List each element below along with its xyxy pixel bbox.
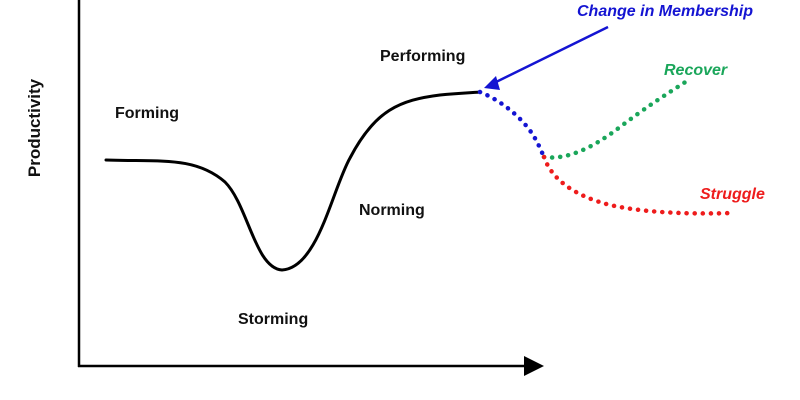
change-arrowhead — [484, 76, 500, 90]
recover-label: Recover — [664, 62, 728, 79]
change-in-membership-label: Change in Membership — [577, 3, 753, 20]
stage-label-norming: Norming — [359, 202, 425, 219]
x-axis-arrowhead — [524, 356, 544, 376]
change-in-membership-arrow — [491, 25, 609, 86]
team-development-curve — [104, 90, 482, 272]
y-axis-label: Productivity — [25, 78, 44, 177]
struggle-dotted-line — [541, 154, 737, 216]
stage-label-storming: Storming — [238, 311, 308, 328]
stage-label-performing: Performing — [380, 48, 465, 65]
stage-label-forming: Forming — [115, 105, 179, 122]
struggle-label: Struggle — [700, 186, 765, 203]
recover-dotted-line — [541, 78, 690, 160]
membership-change-dotted-line — [477, 89, 547, 160]
